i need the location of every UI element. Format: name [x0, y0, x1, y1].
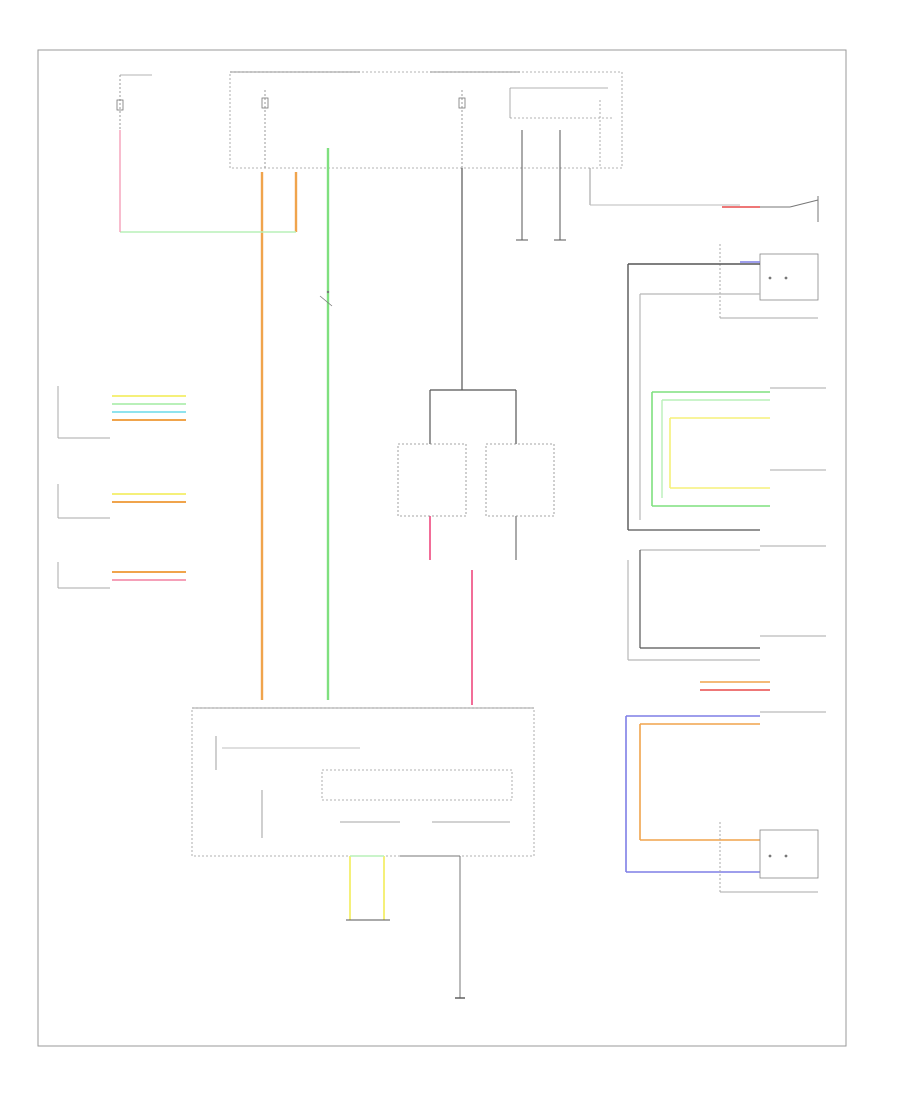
right-module-lower: [627, 545, 826, 661]
right-blue-orange-loop: [625, 711, 826, 873]
right-colored-loop: [651, 387, 826, 507]
inline-switch: [319, 290, 333, 307]
left-fuse-top: [116, 74, 152, 130]
power-seat-module-right: [485, 443, 555, 517]
right-switch-top: [628, 244, 819, 319]
diagram-frame: [37, 49, 847, 1047]
fuse-left: [261, 90, 269, 168]
left-connector-group-1: [57, 386, 186, 439]
right-switch-bottom: [719, 822, 819, 893]
power-seat-module-left: [397, 443, 467, 517]
left-connector-group-2: [57, 484, 186, 519]
right-connector-small: [700, 681, 770, 691]
fuse-right: [458, 90, 466, 168]
control-unit-box: [191, 707, 535, 857]
bottom-connector-wires: [346, 855, 465, 999]
right-module-frame: [627, 264, 760, 531]
underhood-fuse-box: [229, 71, 623, 169]
left-connector-group-3: [57, 562, 186, 589]
